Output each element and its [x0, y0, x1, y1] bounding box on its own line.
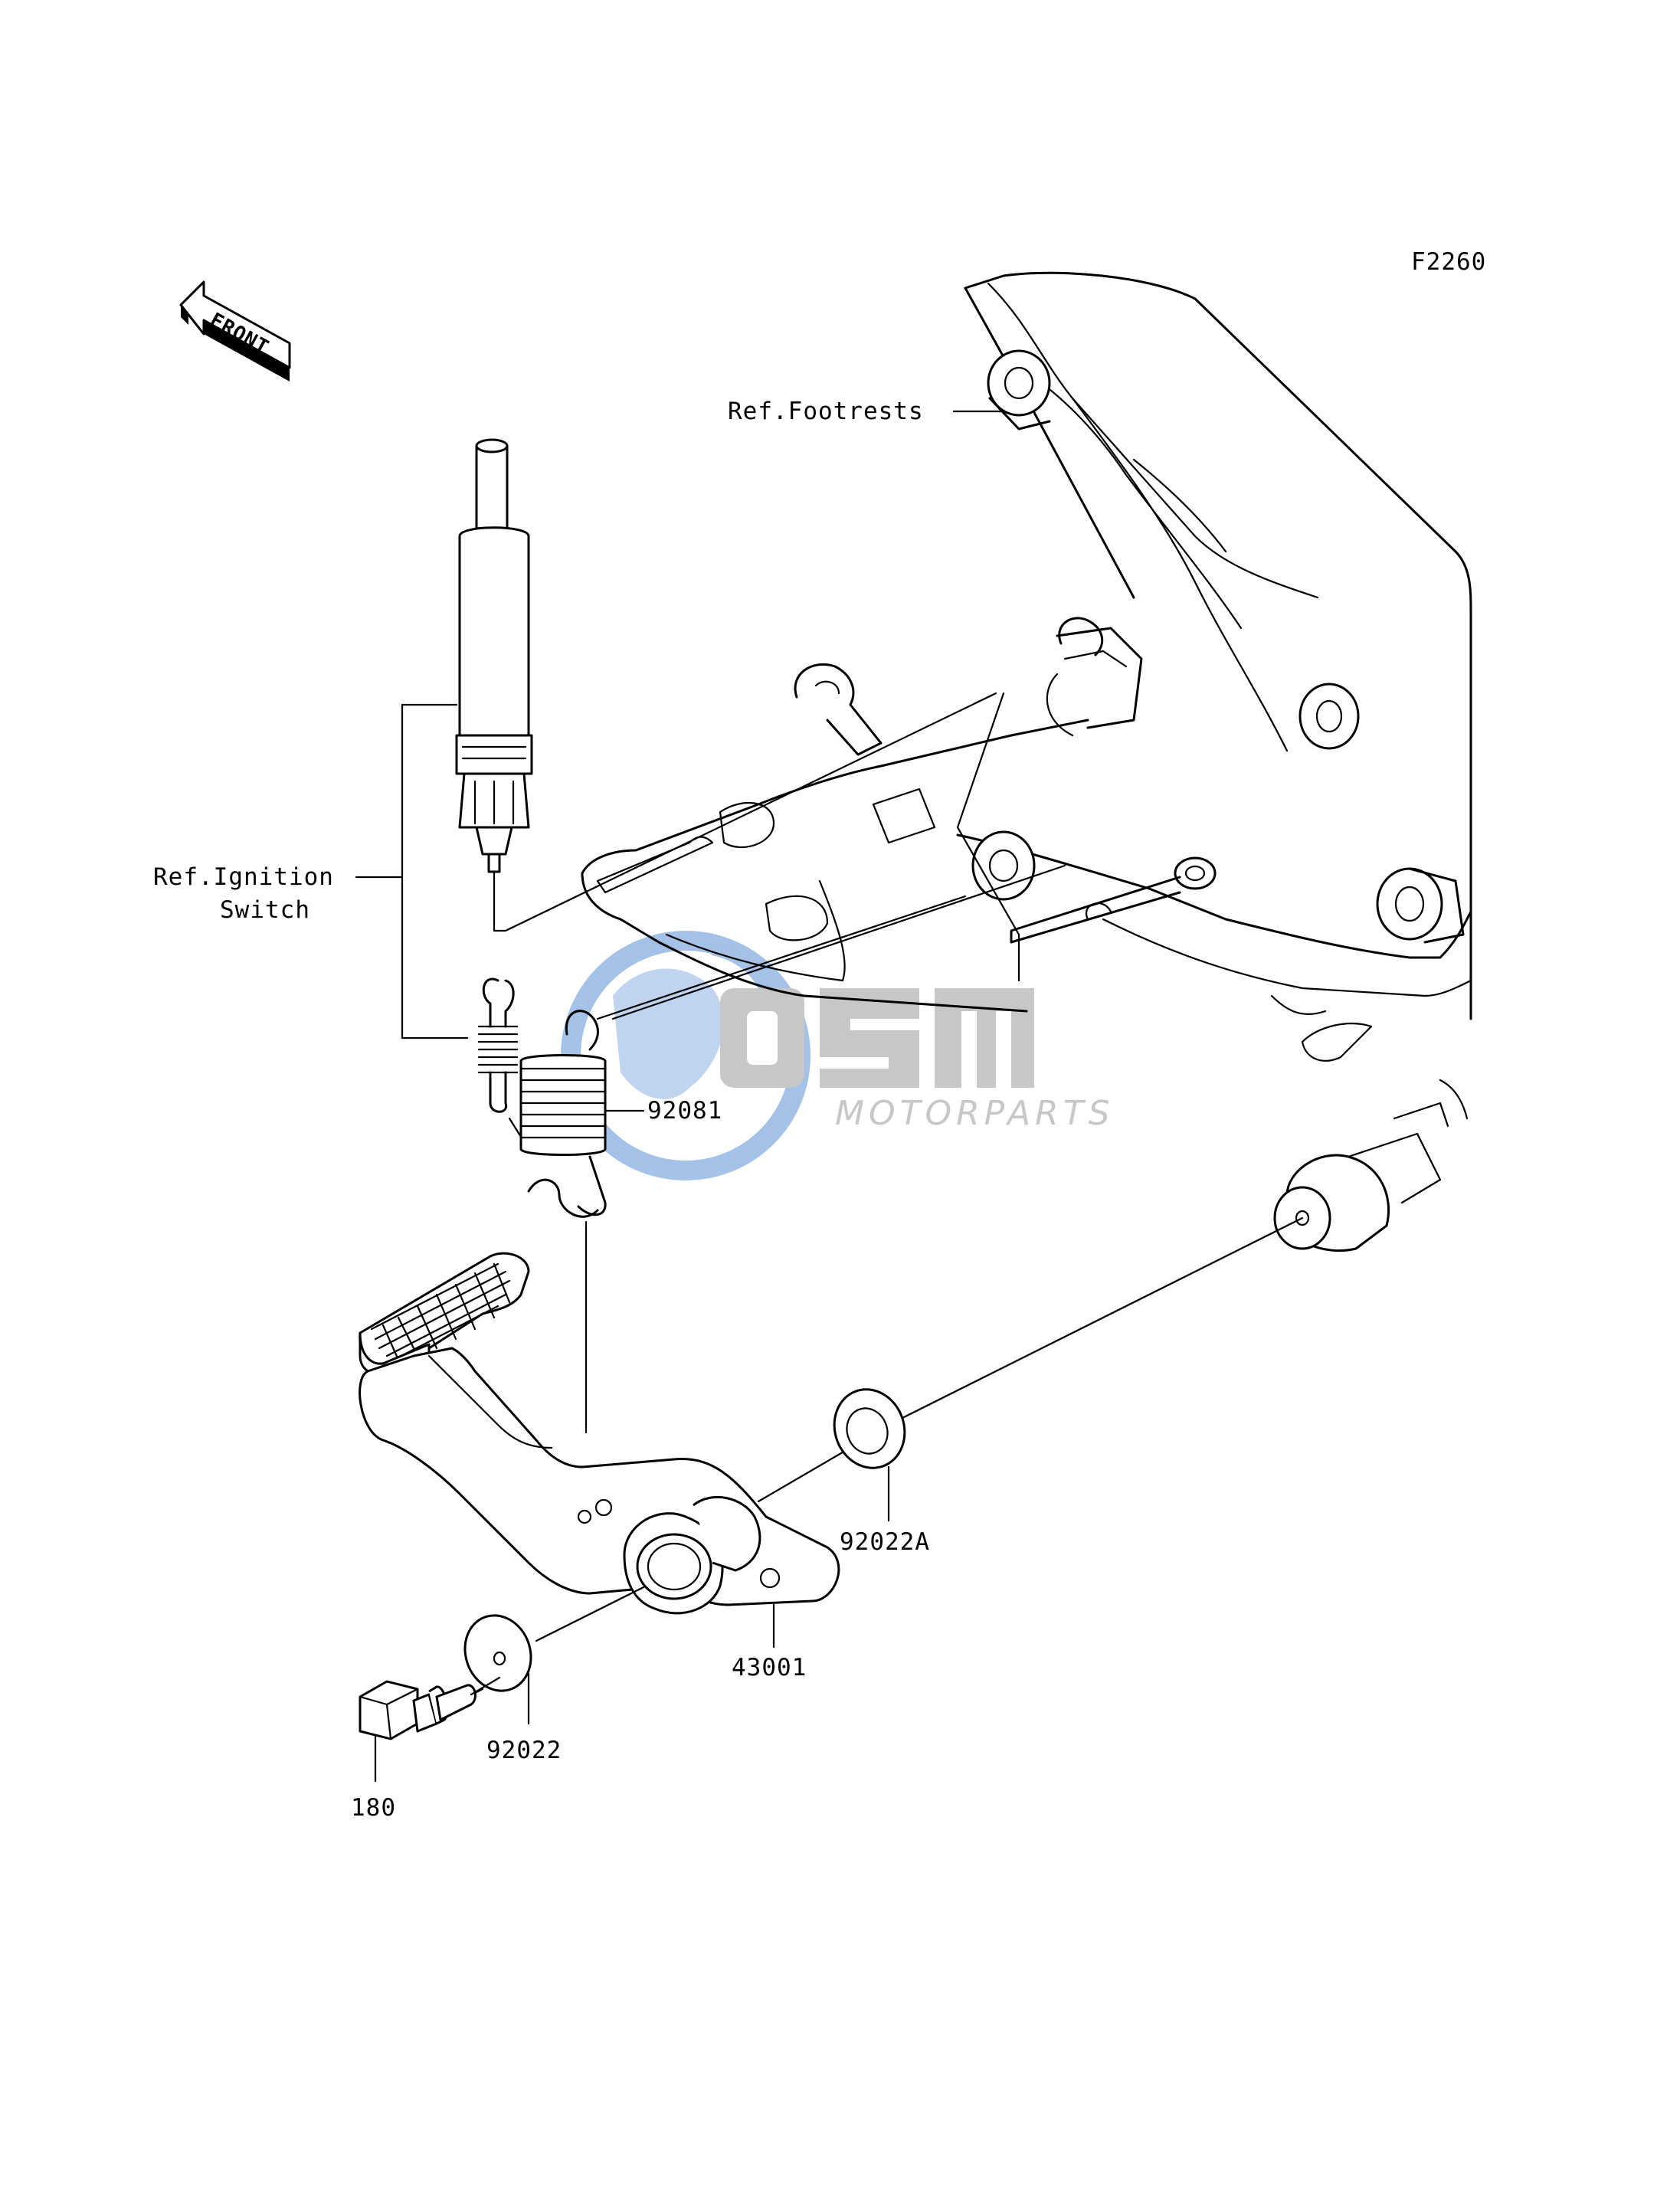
figure-code: F2260 [1411, 248, 1486, 276]
brake-switch [355, 438, 533, 1040]
flange-bolt [359, 1676, 501, 1783]
label-92022: 92022 [486, 1737, 562, 1764]
label-ref-footrests: Ref.Footrests [728, 398, 924, 425]
label-ref-ignition-line2: Switch [220, 896, 310, 924]
watermark-subtext: MOTORPARTS [835, 1094, 1115, 1133]
switch-spring [477, 977, 530, 1151]
label-ref-ignition-line1: Ref.Ignition [153, 863, 334, 891]
label-92081: 92081 [647, 1097, 722, 1125]
washer-92022 [463, 1586, 645, 1725]
brake-pedal [359, 1220, 852, 1649]
osm-watermark-logo: MOTORPARTS [561, 931, 1115, 1180]
label-92022a: 92022A [840, 1528, 930, 1556]
washer-92022a [833, 1388, 906, 1522]
label-43001: 43001 [732, 1654, 807, 1681]
return-spring [519, 895, 967, 1218]
label-180: 180 [351, 1794, 396, 1822]
footrest-bracket [504, 271, 1472, 1442]
front-arrow-icon: FRONT [179, 280, 291, 381]
